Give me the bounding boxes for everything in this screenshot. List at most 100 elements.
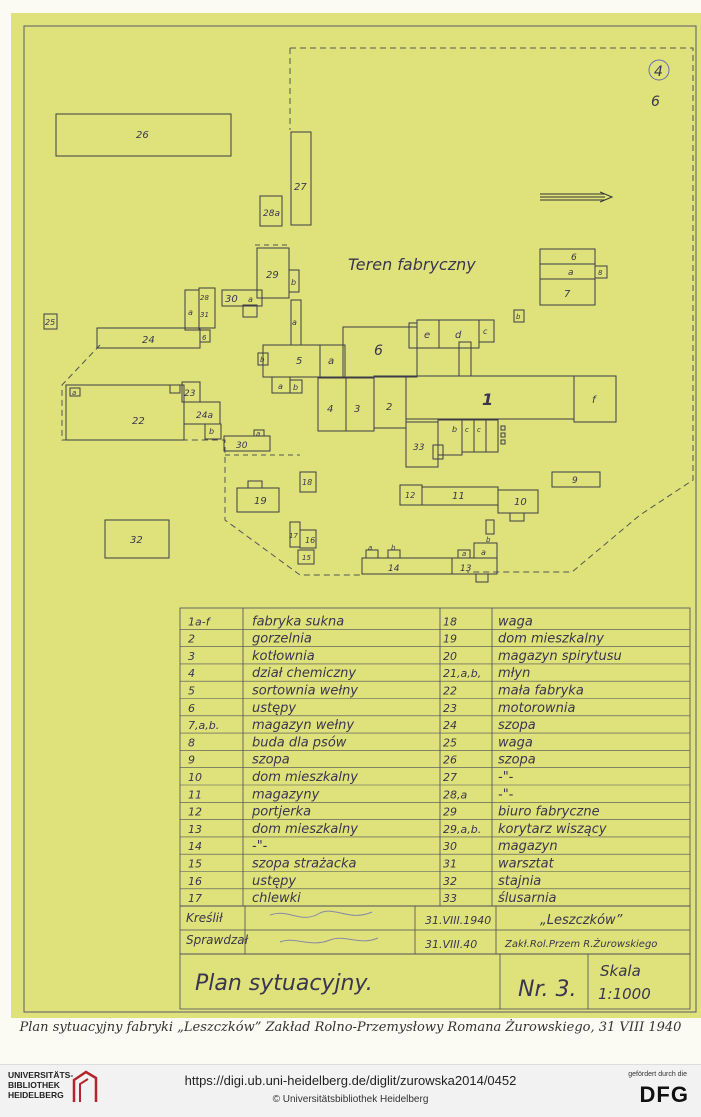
legend-name: szopa strażacka — [252, 857, 357, 872]
legend-name: stajnia — [498, 874, 541, 889]
svg-text:3: 3 — [354, 404, 360, 415]
drawing-frame — [23, 25, 697, 1013]
legend-number: 28,a — [443, 788, 467, 801]
legend-name: -"- — [252, 839, 268, 854]
legend-name: młyn — [498, 666, 530, 681]
legend-name: magazyn wełny — [252, 718, 354, 733]
legend-name: ustępy — [252, 701, 296, 716]
svg-text:d: d — [455, 330, 462, 341]
dfg-logo: DFG — [639, 1082, 689, 1107]
image-caption: Plan sytuacyjny fabryki „Leszczków” Zakł… — [19, 1020, 682, 1035]
permalink-url[interactable]: https://digi.ub.uni-heidelberg.de/diglit… — [184, 1073, 517, 1088]
svg-text:30: 30 — [225, 294, 238, 305]
legend-number: 12 — [188, 806, 202, 819]
copyright-notice: © Universitätsbibliothek Heidelberg — [272, 1094, 429, 1105]
legend-name: portjerka — [251, 805, 311, 820]
svg-text:18: 18 — [302, 478, 312, 487]
svg-text:a: a — [72, 389, 76, 397]
svg-text:c: c — [483, 327, 488, 336]
legend-name: motorownia — [498, 701, 575, 716]
legend-name: ustępy — [252, 874, 296, 889]
site-plan-drawing: 4 6 Teren fabryczny — [23, 25, 697, 1013]
svg-text:31: 31 — [200, 311, 209, 319]
svg-text:b: b — [486, 536, 491, 544]
svg-text:a: a — [568, 268, 574, 278]
legend-number: 29 — [443, 806, 457, 819]
svg-text:28a: 28a — [263, 209, 280, 219]
legend-number: 4 — [188, 667, 195, 680]
scale-label: Skala — [600, 962, 641, 980]
svg-text:24a: 24a — [196, 411, 213, 421]
svg-text:13: 13 — [460, 564, 472, 574]
svg-text:29: 29 — [266, 270, 279, 281]
legend-name: waga — [498, 735, 533, 750]
svg-text:a: a — [368, 544, 372, 552]
legend-number: 29,a,b. — [443, 823, 481, 836]
funded-by-text: gefördert durch die — [628, 1071, 687, 1078]
page-mark: 4 — [654, 64, 663, 80]
svg-text:a: a — [462, 550, 466, 558]
svg-text:12: 12 — [405, 491, 415, 500]
legend-name: korytarz wiszący — [498, 822, 607, 837]
svg-text:6: 6 — [202, 334, 207, 342]
legend-number: 15 — [188, 858, 202, 871]
legend-number: 16 — [188, 875, 202, 888]
svg-text:b: b — [452, 425, 457, 434]
legend-row-lines — [180, 628, 690, 907]
legend-number: 9 — [188, 754, 195, 767]
svg-text:c: c — [477, 426, 481, 434]
legend-number: 27 — [443, 771, 457, 784]
svg-text:8: 8 — [598, 269, 603, 277]
legend-number: 2 — [188, 633, 195, 646]
legend-name: szopa — [498, 718, 536, 733]
svg-text:24: 24 — [142, 335, 155, 346]
north-arrow — [540, 191, 614, 203]
svg-text:25: 25 — [45, 318, 55, 327]
estate-name: „Leszczków” — [540, 913, 623, 928]
signature-drew — [269, 910, 373, 918]
signature-checked — [279, 937, 379, 944]
legend-name: szopa — [498, 753, 536, 768]
drew-label: Kreślił — [186, 911, 223, 925]
svg-text:27: 27 — [294, 182, 307, 193]
legend-number: 22 — [443, 685, 457, 698]
svg-text:15: 15 — [302, 554, 311, 562]
legend-number: 31 — [443, 858, 457, 871]
library-name: UNIVERSITÄTS- BIBLIOTHEK HEIDELBERG — [8, 1070, 74, 1100]
legend-name: sortownia wełny — [252, 684, 358, 699]
plan-title: Plan sytuacyjny. — [195, 971, 373, 996]
legend-name: biuro fabryczne — [498, 805, 600, 820]
legend-number: 8 — [188, 736, 195, 749]
legend-number: 18 — [443, 615, 457, 628]
svg-text:4: 4 — [327, 404, 333, 415]
checked-label: Sprawdzał — [186, 933, 249, 947]
owner-name: Zakł.Rol.Przem R.Żurowskiego — [504, 937, 657, 950]
page-marks: 4 6 — [648, 59, 670, 110]
legend-name: magazyn — [498, 839, 558, 854]
legend-name: magazyny — [252, 787, 320, 802]
legend-number: 13 — [188, 823, 202, 836]
legend-name: chlewki — [252, 891, 301, 906]
plan-sheet — [11, 13, 701, 1018]
legend-number: 24 — [443, 719, 457, 732]
svg-text:9: 9 — [572, 476, 578, 486]
svg-text:2: 2 — [386, 402, 392, 413]
svg-text:26: 26 — [136, 130, 149, 141]
svg-text:b: b — [260, 356, 265, 364]
legend-name: -"- — [498, 770, 514, 785]
legend-number: 20 — [443, 650, 457, 663]
svg-text:a: a — [328, 356, 334, 367]
footer-bar — [0, 1064, 701, 1117]
legend-name: dom mieszkalny — [252, 770, 358, 785]
svg-text:b: b — [209, 427, 214, 436]
svg-text:a: a — [481, 548, 486, 557]
library-logo-icon — [72, 1070, 98, 1102]
svg-text:5: 5 — [296, 356, 302, 367]
legend-name: mała fabryka — [498, 684, 584, 699]
legend-number: 3 — [188, 650, 195, 663]
legend-number: 23 — [443, 702, 457, 715]
svg-text:b: b — [516, 313, 521, 321]
legend-number: 26 — [443, 754, 457, 767]
date-2: 31.VIII.40 — [425, 938, 477, 951]
